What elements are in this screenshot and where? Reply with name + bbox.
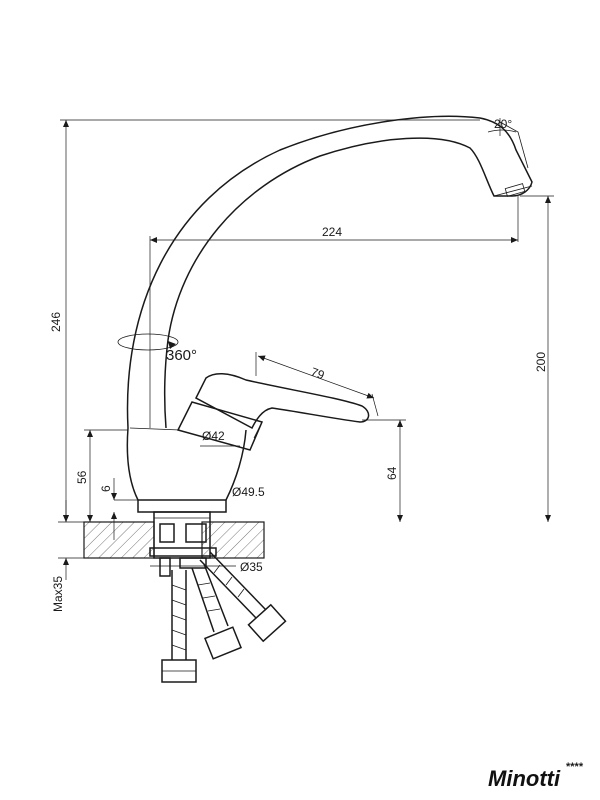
rotation-indicator xyxy=(117,333,179,351)
dim-max-thickness xyxy=(58,500,84,580)
dim-total-height-label: 246 xyxy=(49,312,63,332)
dim-total-height xyxy=(60,119,480,522)
dim-base-diameter-label: Ø49.5 xyxy=(232,485,265,499)
spout xyxy=(126,115,533,429)
countertop xyxy=(83,521,265,559)
supply-hoses xyxy=(161,551,287,683)
dim-handle-length-label: 79 xyxy=(309,365,327,383)
dim-spout-height xyxy=(520,195,554,522)
dim-spout-angle xyxy=(487,118,517,136)
dim-handle-height xyxy=(362,419,406,522)
brand-name: Minotti xyxy=(488,766,561,791)
dim-body-height-label: 56 xyxy=(75,470,89,484)
dim-base-height xyxy=(111,478,138,540)
mounting-hardware xyxy=(149,511,217,577)
dim-spout-angle-label: 20° xyxy=(494,117,512,131)
dim-spout-reach-label: 224 xyxy=(322,225,342,239)
dim-base-height-label: 6 xyxy=(99,485,113,492)
valve-cartridge xyxy=(176,401,264,451)
brand-stars: **** xyxy=(566,761,584,773)
dim-body-height xyxy=(84,429,128,522)
dim-max-thickness-label: Max35 xyxy=(51,576,65,612)
faucet-body xyxy=(126,427,247,513)
dim-spout-height-label: 200 xyxy=(534,352,548,372)
dim-spout-reach xyxy=(149,196,519,428)
dim-mount-diameter-label: Ø35 xyxy=(240,560,263,574)
brand-logo: Minotti **** xyxy=(488,761,584,791)
dim-body-diameter-label: Ø42 xyxy=(202,429,225,443)
dim-handle-length xyxy=(255,352,379,417)
lever-handle xyxy=(195,373,370,430)
rotation-label: 360° xyxy=(166,347,197,364)
dim-handle-height-label: 64 xyxy=(385,466,399,480)
